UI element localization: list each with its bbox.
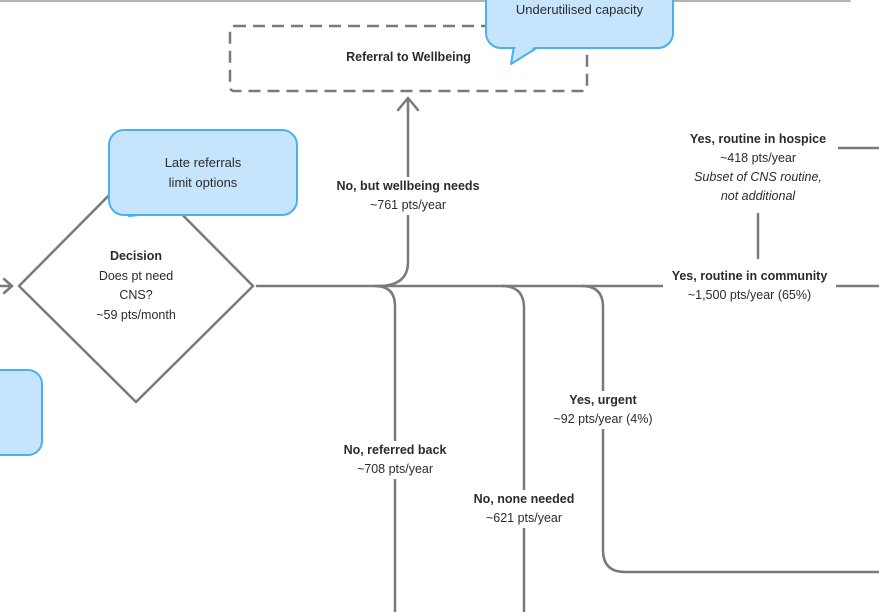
incoming-arrowhead-icon [2, 277, 14, 295]
branch-value: ~621 pts/year [485, 511, 563, 525]
decision-question-1: Does pt need [98, 268, 174, 283]
referred-back-connector [373, 284, 397, 612]
wellbeing-connector [376, 98, 410, 288]
branch-title: No, but wellbeing needs [336, 179, 480, 193]
decision-question-2: CNS? [119, 288, 153, 302]
branch-note-1: Subset of CNS routine, [694, 170, 822, 184]
decision-title: Decision [109, 249, 163, 263]
decision-diamond [17, 166, 255, 404]
branch-value: ~1,500 pts/year (65%) [687, 288, 812, 302]
branch-value: ~708 pts/year [356, 462, 434, 476]
branch-routine-community: Yes, routine in community ~1,500 pts/yea… [663, 267, 836, 305]
none-needed-connector [500, 284, 526, 612]
late-referrals-callout: Late referrals limit options [108, 129, 298, 216]
callout-line-1: Late referrals [164, 155, 242, 170]
branch-title: Yes, routine in community [671, 269, 828, 283]
branch-value: ~92 pts/year (4%) [553, 412, 653, 426]
branch-note-2: not additional [720, 189, 796, 203]
decision-volume: ~59 pts/month [96, 307, 176, 322]
branch-none-needed: No, none needed ~621 pts/year [466, 490, 582, 528]
left-partial-callout [0, 369, 43, 456]
branch-title: No, referred back [343, 443, 447, 457]
branch-wellbeing-needs: No, but wellbeing needs ~761 pts/year [323, 177, 493, 215]
urgent-connector [580, 284, 879, 574]
underutilised-capacity-callout: Underutilised capacity [485, 0, 674, 49]
callout-line-2: limit options [168, 175, 238, 190]
decision-text: Decision Does pt need CNS? ~59 pts/month [76, 247, 196, 325]
branch-title: Yes, urgent [569, 393, 637, 407]
branch-value: ~761 pts/year [369, 198, 447, 212]
branch-value: ~418 pts/year [719, 151, 797, 165]
branch-title: No, none needed [473, 492, 575, 506]
branch-routine-hospice: Yes, routine in hospice ~418 pts/year Su… [678, 130, 838, 206]
branch-title: Yes, routine in hospice [689, 132, 827, 146]
branch-urgent: Yes, urgent ~92 pts/year (4%) [543, 391, 663, 429]
branch-referred-back: No, referred back ~708 pts/year [335, 441, 455, 479]
wellbeing-arrowhead-icon [396, 96, 420, 112]
callout-text: Underutilised capacity [515, 2, 644, 17]
wellbeing-box-label: Referral to Wellbeing [346, 50, 471, 64]
